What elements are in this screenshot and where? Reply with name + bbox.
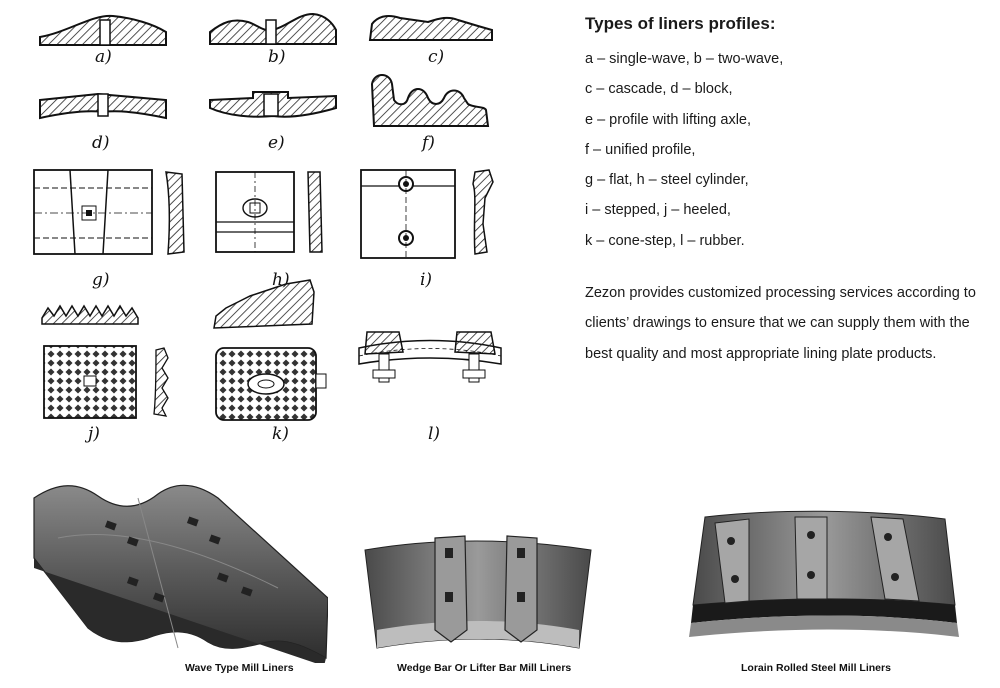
text-panel: Types of liners profiles: a – single-wav… <box>585 14 990 369</box>
wedge-bar-liner-photo <box>364 535 592 649</box>
photo-caption: Wedge Bar Or Lifter Bar Mill Liners <box>397 662 572 674</box>
label-a: a) <box>95 47 112 67</box>
type-line: a – single-wave, b – two-wave, <box>585 51 784 67</box>
type-line: f – unified profile, <box>585 141 696 158</box>
lorain-liner-photo <box>689 510 959 637</box>
label-d: d) <box>92 133 110 153</box>
label-k: k) <box>272 424 289 444</box>
label-g: g) <box>92 270 110 290</box>
liner-section-l-drawing <box>358 331 502 383</box>
type-line: c – cascade, d – block, <box>585 81 733 98</box>
type-line: g – flat, h – steel cylinder, <box>585 172 749 189</box>
label-c: c) <box>428 47 445 67</box>
liner-profile-c-drawing <box>368 15 493 41</box>
label-e: e) <box>268 133 285 153</box>
liner-plan-j-drawing <box>41 304 169 419</box>
liner-profile-a-drawing <box>39 14 167 46</box>
liner-plan-g-drawing <box>33 169 185 255</box>
type-line: e – profile with lifting axle, <box>585 111 752 128</box>
label-j: j) <box>88 424 100 444</box>
liner-plan-i-drawing <box>360 169 494 259</box>
panel-title: Types of liners profiles: <box>585 14 776 33</box>
label-f: f) <box>422 133 435 153</box>
description-paragraph: Zezon provides customized processing ser… <box>585 285 976 362</box>
liner-profile-b-drawing <box>209 12 337 45</box>
label-i: i) <box>420 270 433 290</box>
liner-profile-f-drawing <box>370 74 490 127</box>
liner-plan-k-drawing <box>213 279 327 421</box>
photo-caption: Lorain Rolled Steel Mill Liners <box>741 662 891 674</box>
type-line: k – cone-step, l – rubber. <box>585 232 745 249</box>
label-l: l) <box>428 424 441 444</box>
label-b: b) <box>268 47 286 67</box>
liner-profile-e-drawing <box>209 91 337 118</box>
type-line: i – stepped, j – heeled, <box>585 202 731 219</box>
liner-plan-h-drawing <box>215 171 323 253</box>
wave-liner-photo <box>33 484 328 663</box>
photo-caption: Wave Type Mill Liners <box>185 662 294 674</box>
liner-profile-d-drawing <box>39 92 167 120</box>
